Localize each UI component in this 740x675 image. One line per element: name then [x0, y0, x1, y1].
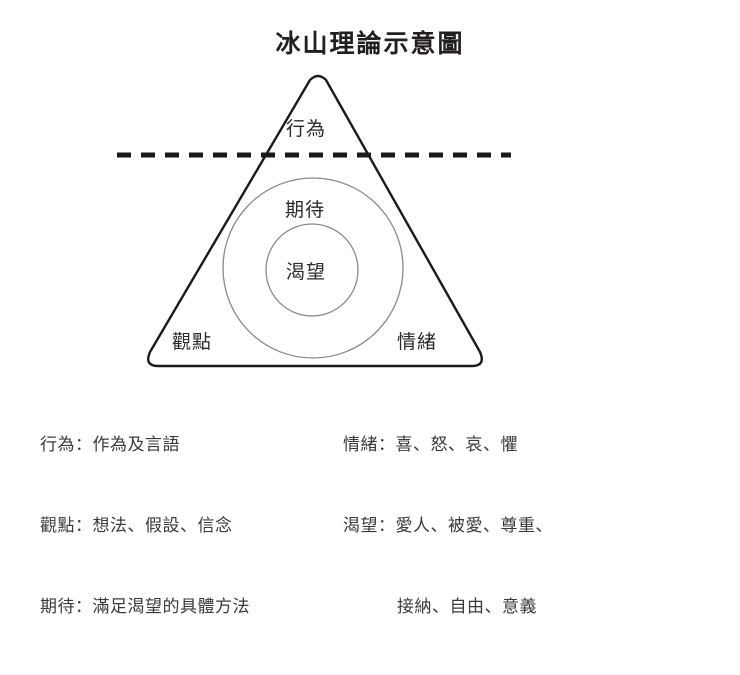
label-viewpoint: 觀點: [172, 331, 213, 353]
label-behavior: 行為: [286, 118, 327, 140]
legend-right-line-2: 渴望：愛人、被愛、尊重、: [343, 516, 553, 536]
triangle-outline: [147, 74, 483, 368]
label-emotion: 情緒: [397, 331, 438, 353]
legend-left-column: 行為：作為及言語 觀點：想法、假設、信念 期待：滿足渴望的具體方法: [40, 378, 250, 675]
legend-right-line-1: 情緒：喜、怒、哀、懼: [343, 435, 518, 455]
iceberg-figure: [117, 74, 511, 368]
legend-left-line-3: 期待：滿足渴望的具體方法: [40, 597, 250, 617]
legend-right-line-3: 接納、自由、意義: [397, 597, 537, 617]
outer-circle-expectation: [222, 177, 404, 359]
label-longing: 渴望: [286, 261, 327, 283]
page-title: 冰山理論示意圖: [275, 29, 465, 58]
legend-left-line-1: 行為：作為及言語: [40, 435, 180, 455]
label-expectation: 期待: [285, 199, 326, 221]
iceberg-diagram-root: 冰山理論示意圖 行為 期待 渴望 觀點 情緒 行為：作為及言語 觀點：想法、假設…: [40, 29, 553, 617]
legend-right-column: 情緒：喜、怒、哀、懼 渴望：愛人、被愛、尊重、 接納、自由、意義: [343, 378, 553, 675]
inner-circle-longing: [265, 223, 359, 317]
legend-left-line-2: 觀點：想法、假設、信念: [40, 516, 233, 536]
